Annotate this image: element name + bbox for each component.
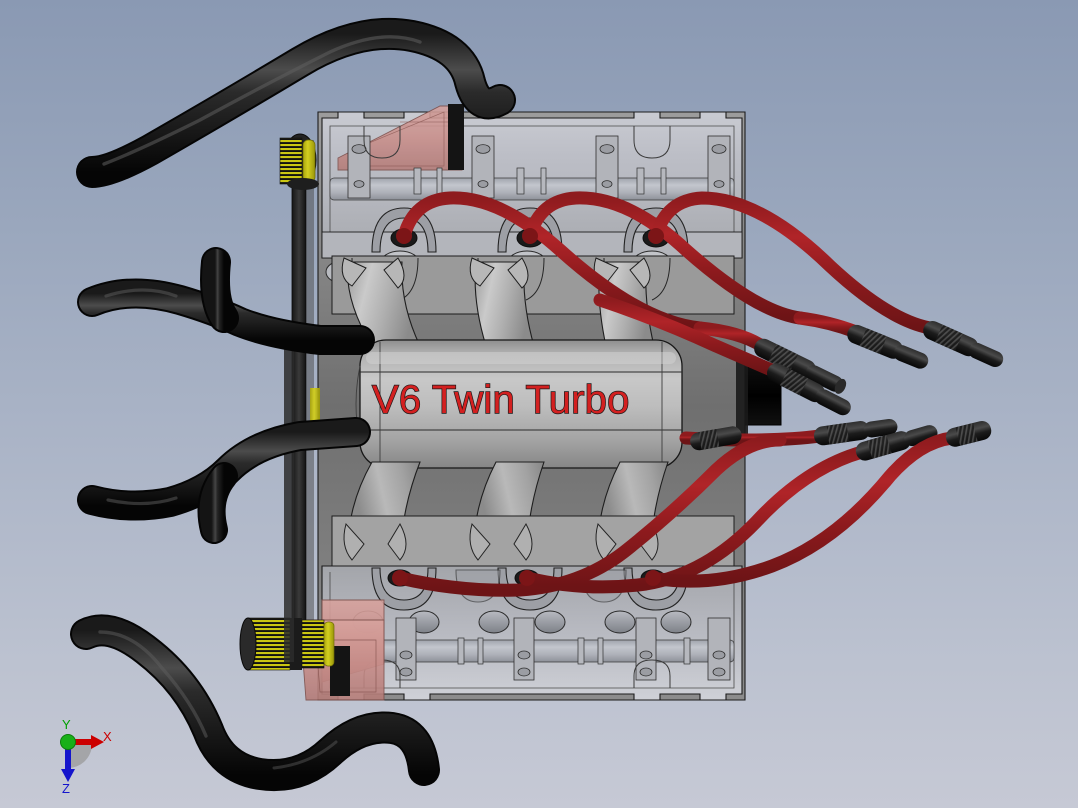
timing-idler xyxy=(310,388,320,446)
coolant-hose-lower-mid xyxy=(77,417,371,544)
ignition-wires-mid[interactable] xyxy=(593,293,899,452)
coolant-hose-top xyxy=(76,17,516,188)
ignition-wire-6 xyxy=(392,433,787,597)
engine-block[interactable] xyxy=(299,104,782,701)
lower-cam-caps xyxy=(395,617,731,681)
coolant-hose-bottom xyxy=(70,614,440,791)
ignition-wires-lower[interactable] xyxy=(392,419,993,597)
ignition-wire-5 xyxy=(679,418,898,451)
ignition-wire-4 xyxy=(593,293,851,416)
lower-cam-lobes xyxy=(352,610,692,634)
coolant-hoses[interactable] xyxy=(70,17,516,791)
lower-valve-cover[interactable] xyxy=(299,565,743,701)
x-axis-label: X xyxy=(103,729,112,744)
timing-pulley-upper xyxy=(279,133,319,190)
y-axis-label: Y xyxy=(62,717,71,732)
upper-cam-caps xyxy=(347,135,731,199)
triad-origin xyxy=(60,734,76,750)
ignition-wire-7 xyxy=(519,425,938,594)
intake-plenum[interactable] xyxy=(355,339,683,469)
coolant-hose-upper-mid xyxy=(77,247,375,355)
ignition-wire-8 xyxy=(645,421,992,588)
timing-drive[interactable] xyxy=(239,133,335,671)
ignition-wire-2 xyxy=(522,191,929,369)
ignition-wire-3 xyxy=(648,191,1004,368)
timing-belt xyxy=(291,139,307,665)
lower-intake-flange xyxy=(331,515,735,569)
timing-pulley-lower xyxy=(239,617,335,671)
z-axis-label: Z xyxy=(62,781,70,796)
axis-orientation-triad[interactable]: X Y Z xyxy=(60,717,113,796)
